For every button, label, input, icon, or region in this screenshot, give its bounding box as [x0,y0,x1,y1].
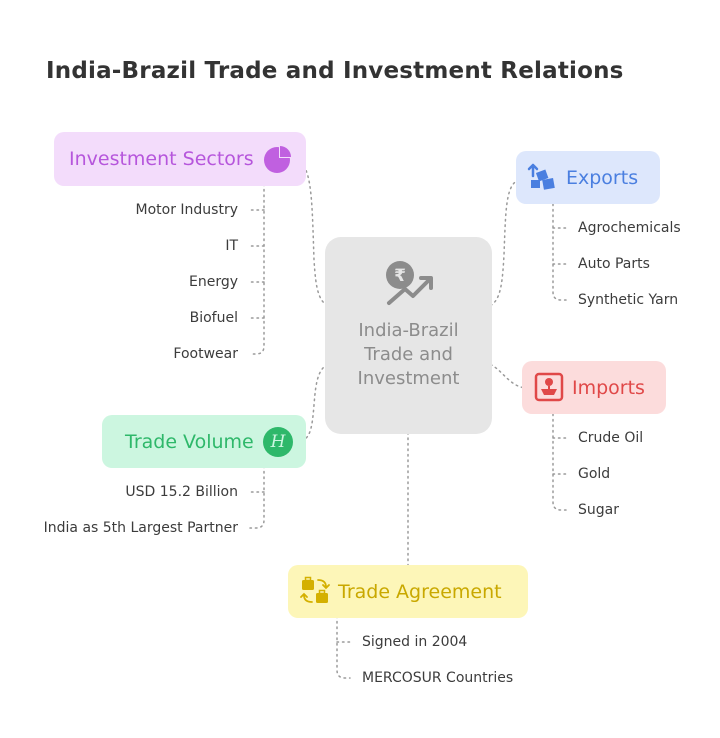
exports-item-auto-parts: Auto Parts [578,256,650,272]
link-investment-sectors [297,159,339,309]
svg-text:₹: ₹ [394,266,406,286]
investment-item-motor-industry: Motor Industry [135,202,239,218]
page-title: India-Brazil Trade and Investment Relati… [46,58,624,84]
trade-volume-item-partner: India as 5th Largest Partner [43,520,238,536]
cargo-unload-icon [534,372,564,402]
link-trade-volume [297,361,339,443]
pie-chart-icon [264,145,292,173]
h-circle-glyph: H [270,432,286,452]
trade-agreement-item-mercosur: MERCOSUR Countries [362,670,514,686]
h-circle-icon: H [263,427,293,457]
exports-label: Exports [566,166,639,189]
central-topic-node: ₹ India-Brazil Trade and Investment [325,237,492,434]
investment-item-footwear: Footwear [173,346,238,362]
trade-agreement-item-signed: Signed in 2004 [362,634,468,650]
exports-node: Exports [516,151,660,204]
exports-item-agrochemicals: Agrochemicals [578,220,681,236]
trade-agreement-label: Trade Agreement [338,580,502,603]
rupee-growth-icon: ₹ [386,261,433,305]
investment-sectors-node: Investment Sectors [54,132,306,186]
link-trade-agreement-items [336,615,351,679]
trade-volume-item-usd: USD 15.2 Billion [125,484,238,500]
exports-item-synthetic-yarn: Synthetic Yarn [578,292,679,308]
imports-node: Imports [522,361,666,414]
imports-label: Imports [572,376,645,399]
imports-item-gold: Gold [578,466,611,482]
briefcase-exchange-icon [300,576,330,603]
link-imports-items [552,413,567,511]
trade-volume-label: Trade Volume [125,430,254,453]
investment-item-it: IT [225,238,238,254]
central-topic-label: India-Brazil Trade and Investment [357,320,460,389]
investment-sectors-label: Investment Sectors [69,148,254,170]
imports-item-sugar: Sugar [578,502,619,518]
imports-item-crude-oil: Crude Oil [578,430,644,446]
trade-volume-node: Trade Volume H [102,415,306,468]
trade-agreement-node: Trade Agreement [288,565,528,618]
link-trade-volume-items [249,465,265,529]
investment-item-biofuel: Biofuel [189,310,238,326]
shipping-boxes-icon [527,163,555,190]
investment-item-energy: Energy [188,274,238,290]
link-exports-items [552,203,567,301]
